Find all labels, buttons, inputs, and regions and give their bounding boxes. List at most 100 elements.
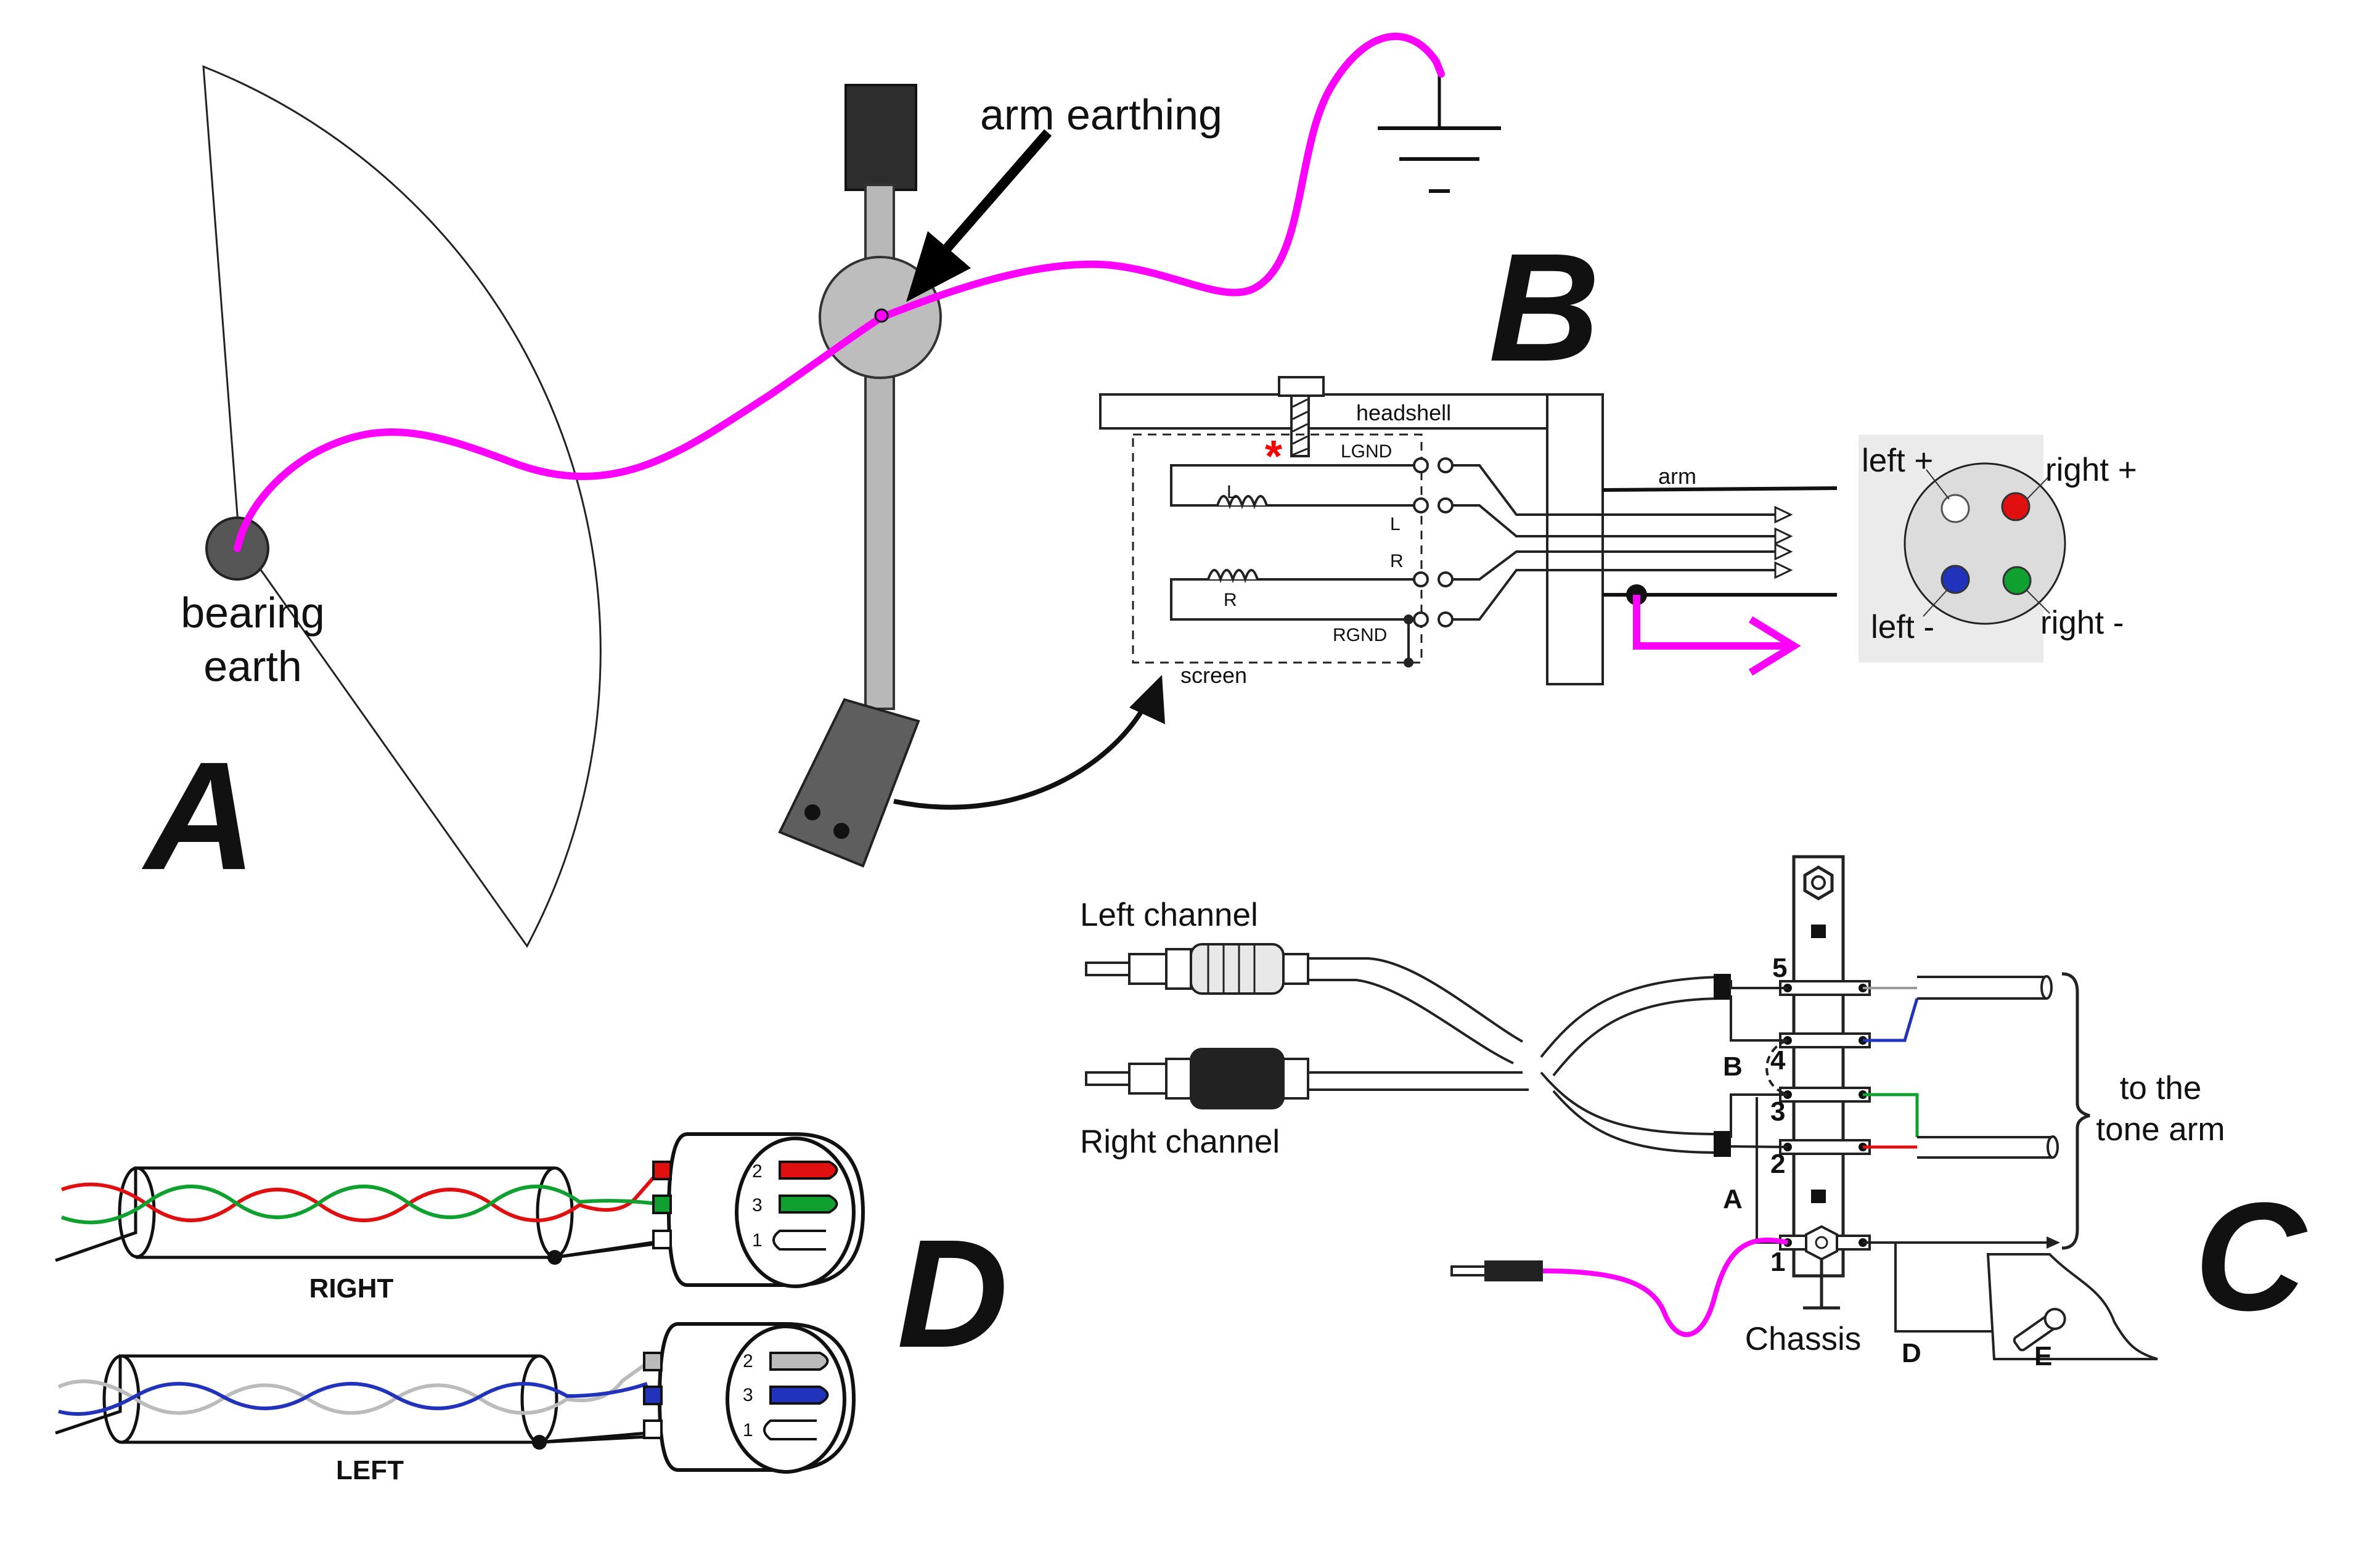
arm-block xyxy=(1546,393,1604,685)
headshell-label: headshell xyxy=(1356,400,1451,425)
signal-cables xyxy=(1308,957,1720,1154)
left-drain-wire xyxy=(539,1431,648,1444)
r-coil-circuit xyxy=(1170,578,1415,621)
pin-2-tab xyxy=(652,1161,672,1180)
left-rca-plug xyxy=(1085,943,1309,995)
tone-arm-brace xyxy=(2061,972,2090,1250)
cable-sleeve xyxy=(1714,1131,1731,1157)
label-e: E xyxy=(2034,1341,2052,1371)
strip-mount-hole xyxy=(1811,875,1826,890)
right-pin-1-label: 1 xyxy=(752,1230,763,1251)
strip-rivet xyxy=(1811,925,1826,938)
cartridge-bolt xyxy=(1290,394,1310,457)
headshell-screw xyxy=(804,804,820,820)
r-pin-label: R xyxy=(1390,551,1404,571)
earth-tag-hole xyxy=(1815,1236,1828,1249)
right-minus-label: right - xyxy=(2040,605,2124,641)
left-channel-label: Left channel xyxy=(1080,897,1258,933)
lgnd-label: LGND xyxy=(1341,441,1392,462)
headshell-bar xyxy=(1099,393,1555,430)
arm-base-plate xyxy=(1986,1253,2158,1360)
right-pin-2-label: 2 xyxy=(752,1161,763,1182)
r-coil-symbol xyxy=(1207,569,1259,584)
cartridge-screen xyxy=(1132,433,1423,664)
right-pin-3-label: 3 xyxy=(752,1195,763,1215)
left-cable-right-end xyxy=(520,1354,558,1444)
pivot-earth-point xyxy=(874,308,889,323)
left-plus-label: left + xyxy=(1862,443,1933,479)
strip-rivet xyxy=(1811,1190,1826,1203)
earth-plug-lead xyxy=(1542,1237,1788,1337)
arm-earthing-arrow-head xyxy=(906,231,971,302)
cartridge-pins xyxy=(1413,457,1454,627)
arm-cable-lower xyxy=(1917,1136,2053,1159)
bolt-hatching xyxy=(1292,398,1308,456)
zoom-arrow xyxy=(893,701,1149,810)
lead-d xyxy=(1863,1241,1997,1333)
headshell-leads xyxy=(1452,464,1775,621)
arm-cable-upper-end xyxy=(2040,975,2053,1000)
wire-to-arm-3 xyxy=(1863,1093,1919,1137)
zoom-arrow-head xyxy=(1129,675,1165,724)
pin-left-plus xyxy=(1941,494,1970,523)
screen-junction xyxy=(1404,658,1413,668)
l-pin-label: L xyxy=(1390,514,1401,534)
tone-arm-label: tone arm xyxy=(2096,1111,2225,1148)
left-xlr-plug xyxy=(643,1322,856,1474)
arm-cable-upper xyxy=(1917,976,2047,1000)
left-pin-3-label: 3 xyxy=(743,1385,753,1405)
earth-to-arm-arrow xyxy=(2047,1236,2060,1249)
tag-2-label: 2 xyxy=(1770,1149,1785,1179)
tag-5-label: 5 xyxy=(1772,953,1787,983)
left-minus-label: left - xyxy=(1871,609,1934,645)
rgnd-junction xyxy=(1404,615,1413,624)
bearing-earth-label-1: bearing xyxy=(181,589,325,637)
right-cable-left-end xyxy=(118,1166,156,1259)
connector-leaders xyxy=(1923,469,2050,617)
left-grey-wire xyxy=(57,1363,645,1415)
bearing-earth-label-2: earth xyxy=(203,642,302,690)
arm-counterweight xyxy=(845,84,917,191)
cable-sleeve xyxy=(1714,974,1731,1000)
lead-arrowheads xyxy=(1774,505,1793,579)
pin-3-tab xyxy=(652,1194,672,1214)
tag-leads xyxy=(1730,980,1788,1148)
wire-to-arm-4 xyxy=(1863,998,1919,1042)
earth-plug-body xyxy=(1484,1260,1543,1281)
screen-label: screen xyxy=(1180,663,1247,688)
right-drain-wire xyxy=(554,1240,657,1259)
pin-2-tab xyxy=(643,1352,663,1371)
l-coil-label: L xyxy=(1227,482,1237,502)
panel-a-letter: A xyxy=(141,730,256,902)
rgnd-label: RGND xyxy=(1333,625,1387,645)
panel-c: Left channel Right channel xyxy=(1080,855,2308,1371)
arm-earth-screw xyxy=(2013,1307,2066,1352)
right-channel-label: Right channel xyxy=(1080,1124,1280,1160)
panel-d: D RIGHT 2 3 1 xyxy=(55,1132,1008,1485)
pin-1-tab xyxy=(652,1230,672,1249)
headshell-screw xyxy=(833,823,849,839)
link-a-label: A xyxy=(1723,1184,1743,1214)
right-cable: RIGHT xyxy=(55,1166,669,1304)
panel-b: B headshell screen * LGND L L R R RGND xyxy=(893,221,2137,810)
pin-right-minus xyxy=(2002,566,2032,595)
headshell-nut xyxy=(1278,376,1325,397)
panel-b-letter: B xyxy=(1489,221,1600,393)
din-connector xyxy=(1904,462,2066,625)
arm-earthing-arrow-shaft xyxy=(939,129,1052,256)
arm-earthing-label: arm earthing xyxy=(980,91,1222,139)
arm-label: arm xyxy=(1658,463,1696,489)
pin-right-plus xyxy=(2001,492,2031,521)
platter-sector xyxy=(202,65,602,948)
chassis-stem xyxy=(1803,1259,1840,1310)
panel-d-letter: D xyxy=(897,1207,1008,1379)
tag-1-label: 1 xyxy=(1770,1247,1785,1277)
tag-3-label: 3 xyxy=(1770,1096,1785,1127)
panel-a: bearing earth arm earthing A xyxy=(141,33,1501,948)
left-cable: LEFT xyxy=(55,1354,660,1485)
lead-d-label: D xyxy=(1902,1338,1921,1368)
l-coil-symbol xyxy=(1216,495,1268,510)
left-cable-label: LEFT xyxy=(336,1455,404,1485)
terminal-strip xyxy=(1792,855,1845,1278)
